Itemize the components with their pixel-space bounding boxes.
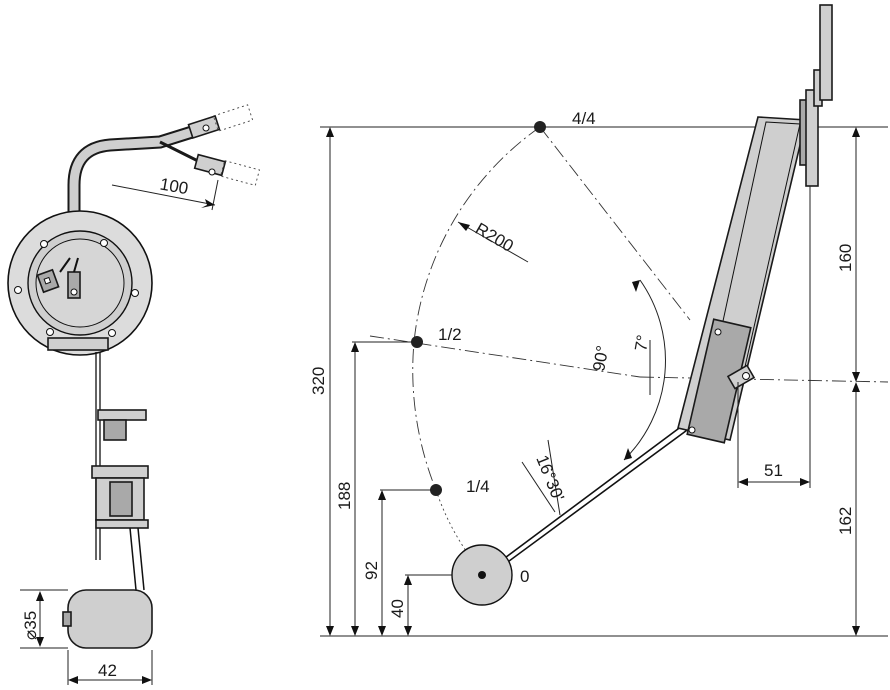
mounting-flange [7,210,153,356]
connector-lower [193,153,261,186]
dim-upper-height: 160 [836,244,855,272]
dim-sweep-angle: 16°30' [532,452,568,504]
point-quarter [430,484,442,496]
radius-arc [412,126,541,491]
dim-lower-height: 162 [836,507,855,535]
dim-empty-level: 40 [388,599,407,618]
dim-half-level: 188 [335,482,354,510]
dim-total-height: 320 [309,367,328,395]
point-full [534,121,546,133]
dim-radius: R200 [472,219,517,256]
dim-tilt-angle: 7° [631,333,653,352]
dim-float-width: 42 [98,661,117,680]
flange-plate-side [799,4,833,187]
connector-upper [187,104,254,139]
dim-float-diameter: ⌀35 [21,611,40,640]
dim-right-angle: 90° [589,344,612,373]
label-quarter: 1/4 [466,477,490,496]
label-empty: 0 [520,567,529,586]
swing-diagram: 4/4 1/2 1/4 0 R200 90° 7° 16°30' 320 188… [309,4,889,637]
float-arm [481,419,695,579]
label-half: 1/2 [438,325,462,344]
dim-quarter-level: 92 [362,561,381,580]
lever-mechanism-side [91,409,149,529]
dim-offset: 51 [764,461,783,480]
sender-assembly: 100 [7,104,261,685]
dim-wire-length: 100 [158,175,189,199]
label-full: 4/4 [572,109,596,128]
float-side [67,589,153,649]
lever-housing [677,116,807,444]
point-half [411,336,423,348]
